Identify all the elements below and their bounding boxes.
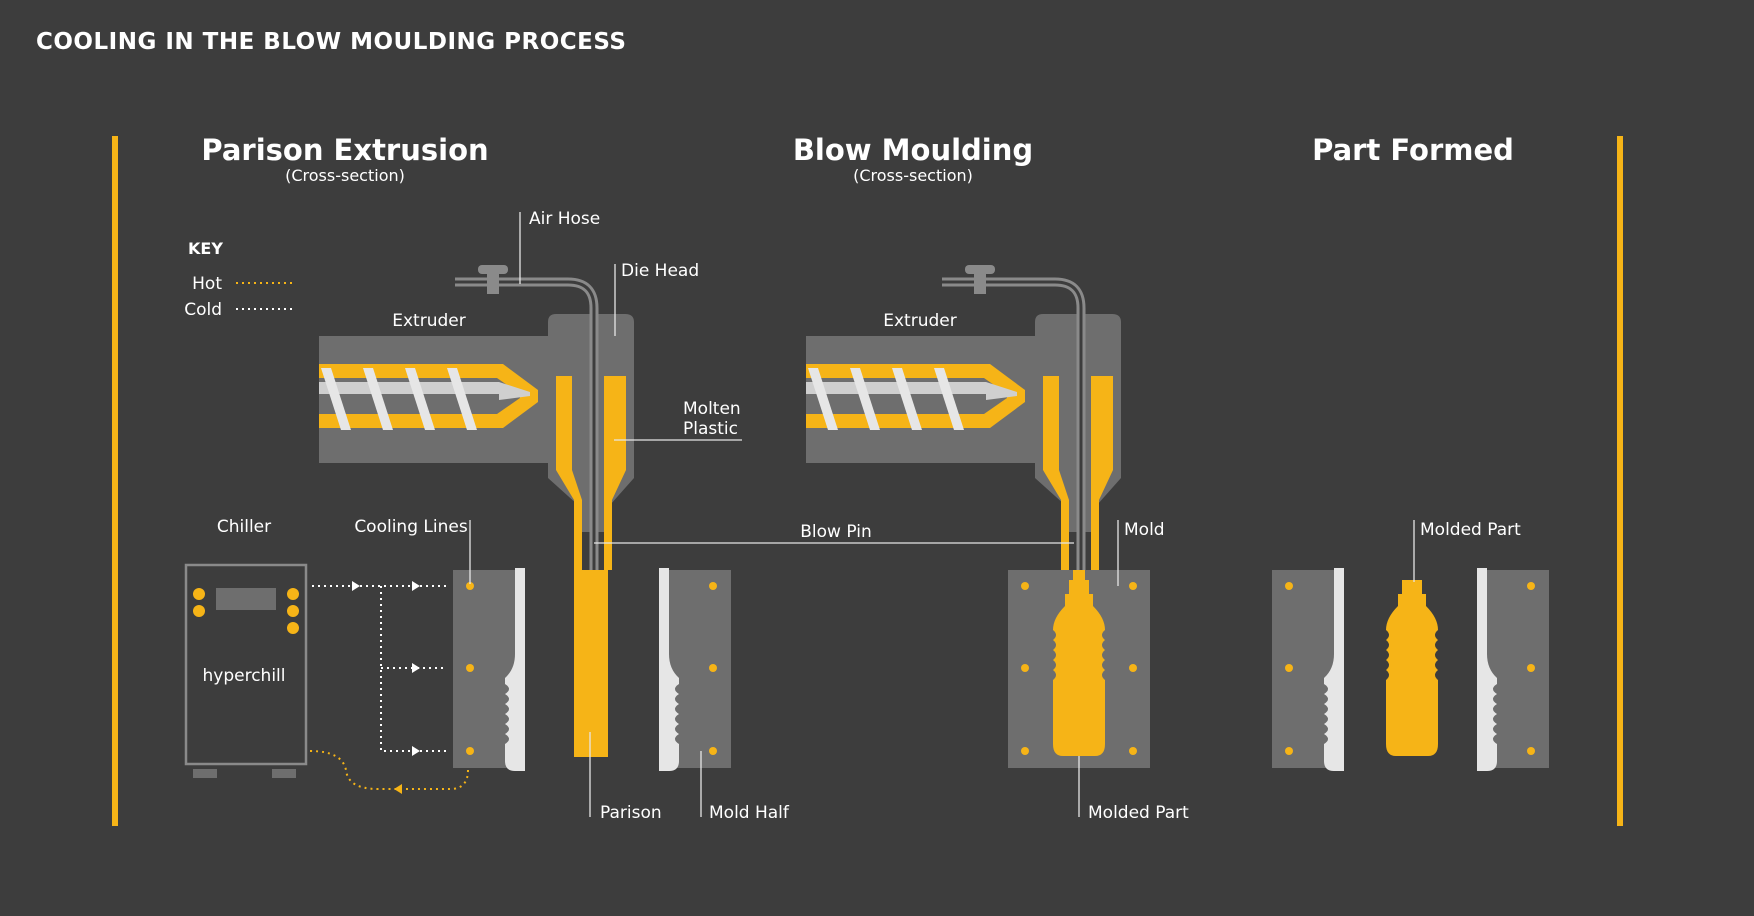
label-mold: Mold (1124, 520, 1165, 540)
label-mold-half: Mold Half (709, 803, 790, 823)
extruder-1 (319, 265, 634, 757)
section-title-formed: Part Formed (1312, 133, 1514, 167)
label-air-hose: Air Hose (529, 209, 600, 229)
right-accent-bar (1617, 136, 1623, 826)
key-hot-label: Hot (192, 274, 222, 294)
label-extruder-2: Extruder (883, 311, 956, 331)
formed-mold-left (1272, 568, 1344, 771)
label-chiller: Chiller (217, 517, 271, 537)
return-line (398, 769, 469, 790)
mold-closed (1008, 570, 1150, 768)
key-cold-label: Cold (184, 300, 222, 320)
key-title: KEY (188, 239, 223, 258)
extruder-screw (319, 382, 499, 394)
label-extruder-1: Extruder (392, 311, 465, 331)
label-cooling-lines: Cooling Lines (354, 517, 468, 537)
chiller-display (216, 588, 276, 610)
label-molten-plastic-2: Plastic (683, 419, 738, 439)
page-title: COOLING IN THE BLOW MOULDING PROCESS (36, 29, 626, 55)
section-subtitle-blow: (Cross-section) (853, 166, 973, 185)
molded-part-bottle (1386, 580, 1438, 756)
label-molded-part-1: Molded Part (1088, 803, 1189, 823)
label-molten-plastic-1: Molten (683, 399, 741, 419)
chiller: hyperchill (184, 563, 308, 778)
label-blow-pin: Blow Pin (800, 522, 871, 542)
label-parison: Parison (600, 803, 662, 823)
formed-mold-right (1477, 568, 1549, 771)
cooling-lines (309, 581, 469, 794)
section-title-extrusion: Parison Extrusion (201, 133, 488, 167)
left-accent-bar (112, 136, 118, 826)
label-molded-part-2: Molded Part (1420, 520, 1521, 540)
label-die-head: Die Head (621, 261, 699, 281)
section-title-blow: Blow Moulding (793, 133, 1033, 167)
chiller-unit (184, 563, 308, 766)
parison (574, 570, 608, 757)
key-legend: KEY Hot Cold (184, 239, 295, 320)
screw-flights (321, 368, 477, 430)
extruder-2 (806, 265, 1121, 580)
chiller-brand: hyperchill (203, 666, 286, 686)
mold-half-right (659, 568, 731, 771)
mold-half-left (453, 568, 525, 771)
section-subtitle-extrusion: (Cross-section) (285, 166, 405, 185)
